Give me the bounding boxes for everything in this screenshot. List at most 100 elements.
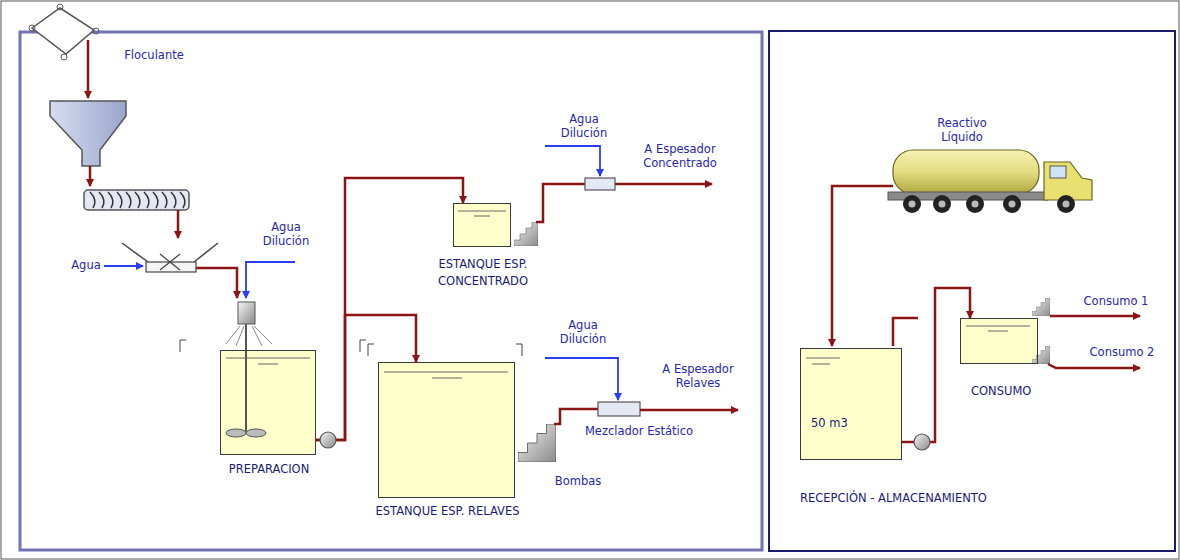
tailings-tank-line-part (368, 344, 374, 356)
preparation-tank-part (258, 364, 278, 365)
preparation-tank (180, 262, 366, 455)
node-label: CONSUMO (971, 383, 1031, 400)
screw-conveyor-part (177, 210, 180, 238)
node-label: ESTANQUE ESP. RELAVES (367, 503, 528, 520)
tailings-tank-line-part (516, 344, 522, 356)
storage-tanks-part (806, 358, 840, 359)
flocculant-bag (29, 4, 99, 98)
node-label: RECEPCIÓN - ALMACENAMIENTO (800, 490, 987, 507)
preparation-tank-part (220, 350, 316, 455)
storage-tanks (800, 298, 1140, 460)
concentrate-tank-line-part (615, 183, 712, 186)
concentrate-tank-line-part (458, 211, 506, 212)
concentrate-tank-line-part (474, 216, 490, 217)
screw-conveyor (84, 190, 189, 238)
text-label: Agua Dilución (258, 220, 314, 249)
storage-tanks-part (1032, 298, 1050, 316)
node-label: 50 m3 (811, 415, 848, 432)
storage-tanks-part (1048, 364, 1140, 368)
wetting-funnel-part (160, 254, 180, 270)
storage-tanks-part (1050, 315, 1140, 318)
tanker-truck-part (933, 195, 951, 213)
node-label: ESTANQUE ESP. CONCENTRADO (398, 256, 568, 289)
text-label: Agua Dilución (556, 112, 612, 141)
preparation-tank-part (254, 326, 272, 344)
preparation-tank-part (238, 302, 255, 324)
wetting-funnel-part (160, 254, 180, 270)
flocculant-bag-part (29, 25, 35, 31)
text-label: Consumo 2 (1082, 345, 1162, 359)
hopper (50, 101, 126, 186)
text-label: Floculante (114, 48, 194, 62)
tanker-truck-part (1003, 195, 1021, 213)
storage-tanks-part (812, 364, 830, 365)
preparation-tank-part (226, 429, 246, 437)
concentrate-tank-line-part (514, 222, 538, 246)
storage-tanks-part (988, 331, 1008, 332)
preparation-tank-part (226, 358, 310, 359)
storage-tanks-part (800, 348, 902, 460)
concentrate-tank-line-part (453, 203, 511, 247)
tailings-tank-line-part (640, 409, 738, 412)
tailings-tank-line-part (518, 424, 556, 462)
frame-part (20, 32, 762, 550)
flocculant-bag-part (57, 4, 63, 10)
consumption-tank: CONSUMO (960, 318, 1038, 364)
wetting-funnel (104, 243, 237, 298)
tanker-truck-part (893, 150, 1039, 194)
screw-conveyor-part (90, 192, 185, 208)
tanker-truck-part (972, 201, 979, 208)
storage-tanks-part (1032, 346, 1050, 364)
tanker-truck-part (1050, 166, 1066, 178)
tailings-tank-line-part (554, 409, 598, 424)
storage-tanks-part (960, 318, 1038, 364)
tailings-tank-line-part (378, 362, 515, 498)
wetting-funnel-part (122, 243, 148, 262)
text-label: Bombas (548, 474, 608, 488)
text-label: Consumo 1 (1076, 294, 1156, 308)
flocculant-bag-part (93, 28, 99, 34)
node-label: PREPARACION (181, 461, 357, 478)
preparation-tank-part (246, 262, 295, 298)
tanker-truck-part (903, 195, 921, 213)
concentrate-tank: ESTANQUE ESP. CONCENTRADO (453, 203, 511, 247)
tailings-tank-line-part (545, 358, 618, 400)
concentrate-tank-line-part (536, 184, 585, 222)
tanker-truck-part (966, 195, 984, 213)
tanker-truck-part (1044, 162, 1092, 200)
pipe-connector (902, 288, 970, 442)
preparation-tank-part (360, 340, 366, 352)
wetting-funnel-part (194, 243, 218, 262)
hopper-part (50, 101, 126, 166)
tailings-tank-line-part (598, 402, 640, 416)
preparation-tank-part (246, 429, 266, 437)
tailings-tank-line-part (384, 372, 508, 373)
tanker-truck-part (909, 201, 916, 208)
tanker-truck-part (1009, 201, 1016, 208)
tanker-truck-part (1057, 195, 1075, 213)
flocculant-bag-part (87, 40, 90, 98)
tanker-truck-part (1063, 201, 1070, 208)
tanker-truck-part (832, 186, 893, 346)
wetting-funnel-part (104, 265, 143, 267)
storage-tanks-part (966, 326, 1030, 327)
hopper-part (89, 166, 92, 186)
tailings-tank-line-part (432, 378, 462, 379)
text-label: Agua Dilución (555, 318, 611, 347)
reception-panel: RECEPCIÓN - ALMACENAMIENTO 50 m3 CONSUMO (768, 30, 1176, 552)
text-label: Reactivo Líquido (924, 116, 1000, 145)
preparation-tank: PREPARACION (220, 350, 316, 455)
preparation-tank-part (245, 324, 247, 432)
flocculant-bag-part (32, 8, 94, 54)
concentrate-tank-line-part (585, 178, 615, 190)
flocculant-bag-part (61, 54, 67, 60)
screw-conveyor-part (84, 190, 189, 210)
preparation-tank-part (236, 326, 244, 346)
text-label: Agua (66, 258, 106, 272)
text-label: A Espesador Concentrado (628, 142, 732, 171)
preparation-tank-part (320, 432, 336, 448)
